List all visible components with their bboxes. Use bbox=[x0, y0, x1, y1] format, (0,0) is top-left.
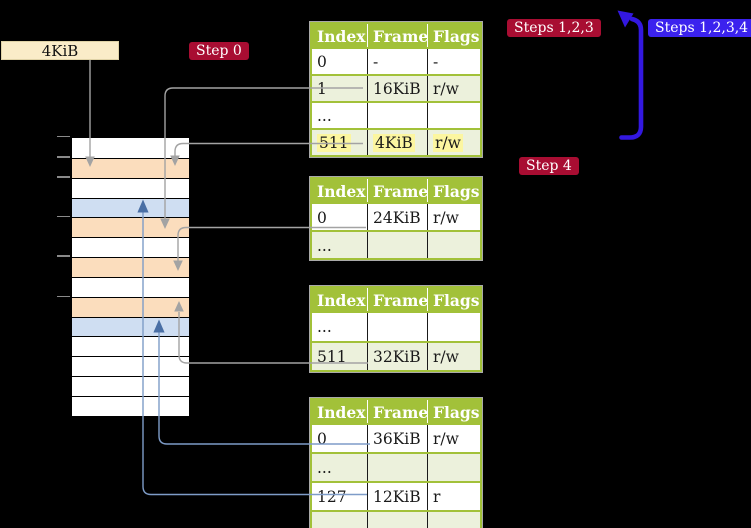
table-cell bbox=[367, 103, 427, 128]
memory-tick bbox=[57, 135, 70, 137]
table-cell: - bbox=[367, 49, 427, 74]
column-header-index: Index bbox=[317, 290, 366, 310]
table-cell bbox=[367, 512, 427, 528]
table-cell: r/w bbox=[427, 342, 480, 370]
memory-frame-free bbox=[72, 237, 189, 258]
table-cell bbox=[427, 512, 480, 528]
table-row: 511 4KiB r/w bbox=[312, 128, 480, 155]
memory-tick bbox=[57, 176, 70, 178]
table-cell: r/w bbox=[427, 204, 480, 230]
table-cell: 16KiB bbox=[367, 76, 427, 101]
memory-tick bbox=[57, 255, 70, 257]
memory-frame-free bbox=[72, 376, 189, 396]
table-cell: ... bbox=[317, 236, 332, 255]
table-cell: 4KiB bbox=[367, 130, 427, 155]
memory-frame-page-table bbox=[72, 217, 189, 238]
table-cell: ... bbox=[317, 517, 332, 528]
table-cell: 0 bbox=[317, 208, 327, 227]
table-cell: 1 bbox=[317, 80, 327, 98]
table-cell: ... bbox=[317, 459, 332, 477]
table-cell: 0 bbox=[317, 430, 327, 448]
table-row: ... bbox=[312, 101, 480, 128]
table-cell bbox=[367, 232, 427, 258]
column-header-flags: Flags bbox=[427, 24, 480, 47]
table-cell: r/w bbox=[427, 425, 480, 452]
table-cell: 12KiB bbox=[367, 483, 427, 510]
table-cell: 0 bbox=[317, 53, 327, 71]
table-cell: - bbox=[427, 49, 480, 74]
table-cell bbox=[427, 313, 480, 341]
memory-frame-page-table bbox=[72, 296, 189, 317]
table-cell: ... bbox=[317, 318, 332, 337]
column-header-index: Index bbox=[317, 26, 366, 46]
memory-frame-page-table bbox=[72, 257, 189, 277]
table-row: ... bbox=[312, 452, 480, 481]
highlighted-value: 511 bbox=[317, 134, 351, 152]
table-row: ... bbox=[312, 311, 480, 341]
column-header-frame: Frame bbox=[367, 288, 427, 311]
steps1234-badge: Steps 1,2,3,4 bbox=[648, 19, 751, 37]
step4-badge: Step 4 bbox=[519, 157, 579, 175]
physical-memory bbox=[71, 137, 190, 417]
table-cell: 127 bbox=[317, 488, 347, 506]
memory-frame-free bbox=[72, 276, 189, 297]
memory-frame-mapped-page bbox=[72, 316, 189, 337]
table-cell: r/w bbox=[427, 76, 480, 101]
column-header-flags: Flags bbox=[427, 179, 480, 202]
memory-frame-page-table bbox=[72, 157, 189, 178]
table-cell bbox=[427, 232, 480, 258]
table-cell: 32KiB bbox=[367, 342, 427, 370]
table-cell bbox=[367, 313, 427, 341]
table-cell bbox=[427, 103, 480, 128]
table-cell bbox=[367, 454, 427, 481]
memory-tick bbox=[57, 215, 70, 217]
highlighted-value: r/w bbox=[433, 134, 463, 152]
column-header-frame: Frame bbox=[367, 400, 427, 423]
memory-frame-free bbox=[72, 138, 189, 158]
table-cell: 511 bbox=[317, 347, 347, 366]
column-header-frame: Frame bbox=[367, 179, 427, 202]
cr3-frame-pointer-box: 4KiB bbox=[1, 41, 119, 60]
table-cell bbox=[427, 454, 480, 481]
memory-tick bbox=[57, 295, 70, 297]
cr3-frame-pointer-label: 4KiB bbox=[41, 41, 79, 60]
table-cell: 24KiB bbox=[367, 204, 427, 230]
arrow-recursive-loop bbox=[617, 10, 644, 140]
table-cell: 511 bbox=[312, 130, 367, 155]
column-header-flags: Flags bbox=[427, 288, 480, 311]
highlighted-value: 4KiB bbox=[373, 134, 415, 152]
column-header-frame: Frame bbox=[367, 24, 427, 47]
table-row: ... bbox=[312, 230, 480, 258]
memory-frame-free bbox=[72, 395, 189, 416]
table-cell: r/w bbox=[427, 130, 480, 155]
memory-frame-free bbox=[72, 177, 189, 198]
table-row: ... bbox=[312, 510, 480, 528]
memory-tick bbox=[57, 156, 70, 158]
column-header-flags: Flags bbox=[427, 400, 480, 423]
column-header-index: Index bbox=[317, 181, 366, 201]
column-header-index: Index bbox=[317, 402, 366, 422]
memory-frame-free bbox=[72, 336, 189, 357]
memory-frame-free bbox=[72, 356, 189, 377]
table-cell: r bbox=[427, 483, 480, 510]
table-row: 0 -- bbox=[312, 47, 480, 74]
table-cell: 36KiB bbox=[367, 425, 427, 452]
steps123-badge: Steps 1,2,3 bbox=[507, 19, 601, 37]
memory-frame-mapped-page bbox=[72, 197, 189, 218]
table-cell: ... bbox=[317, 107, 332, 125]
step0-badge: Step 0 bbox=[189, 42, 249, 60]
